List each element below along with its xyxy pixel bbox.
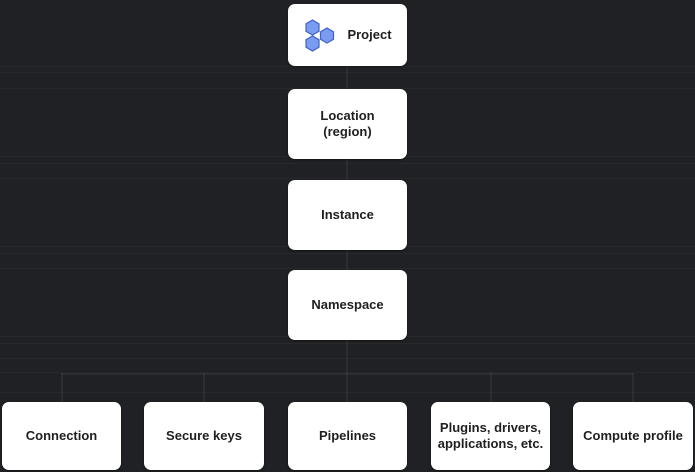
- connector-drop-secure-keys: [203, 373, 205, 402]
- connector-drop-pipelines: [346, 373, 348, 402]
- connector-drop-plugins: [490, 373, 492, 402]
- background-band: [0, 392, 695, 393]
- background-band: [0, 253, 695, 254]
- node-namespace[interactable]: Namespace: [288, 270, 407, 340]
- background-band: [0, 268, 695, 269]
- node-connection-label: Connection: [25, 427, 98, 443]
- node-project[interactable]: Project: [288, 4, 407, 66]
- node-secure-keys[interactable]: Secure keys: [144, 402, 264, 470]
- node-compute-profile-label: Compute profile: [583, 427, 683, 443]
- node-connection[interactable]: Connection: [2, 402, 121, 470]
- project-hexagons-icon: [305, 19, 335, 52]
- node-location-label: Location (region): [320, 107, 375, 139]
- node-compute-profile[interactable]: Compute profile: [573, 402, 693, 470]
- connector-namespace-to-branch: [346, 340, 348, 373]
- background-band: [0, 343, 695, 344]
- connector-branch-bus: [61, 373, 633, 375]
- node-pipelines-label: Pipelines: [318, 427, 377, 443]
- connector-drop-connection: [61, 373, 63, 402]
- node-project-label: Project: [347, 26, 392, 42]
- node-plugins-label: Plugins, drivers, applications, etc.: [437, 419, 544, 451]
- background-band: [0, 358, 695, 359]
- connector-project-to-location: [346, 66, 348, 89]
- background-band: [0, 72, 695, 73]
- node-secure-keys-label: Secure keys: [166, 427, 242, 443]
- connector-instance-to-namespace: [346, 250, 348, 270]
- background-band: [0, 372, 695, 373]
- node-namespace-label: Namespace: [311, 296, 384, 312]
- background-band: [0, 163, 695, 164]
- connector-drop-compute-profile: [632, 373, 634, 402]
- node-instance[interactable]: Instance: [288, 180, 407, 250]
- connector-location-to-instance: [346, 159, 348, 180]
- node-instance-label: Instance: [321, 206, 374, 222]
- node-plugins[interactable]: Plugins, drivers, applications, etc.: [431, 402, 550, 470]
- node-pipelines[interactable]: Pipelines: [288, 402, 407, 470]
- node-location[interactable]: Location (region): [288, 89, 407, 159]
- background-band: [0, 178, 695, 179]
- background-band: [0, 66, 695, 67]
